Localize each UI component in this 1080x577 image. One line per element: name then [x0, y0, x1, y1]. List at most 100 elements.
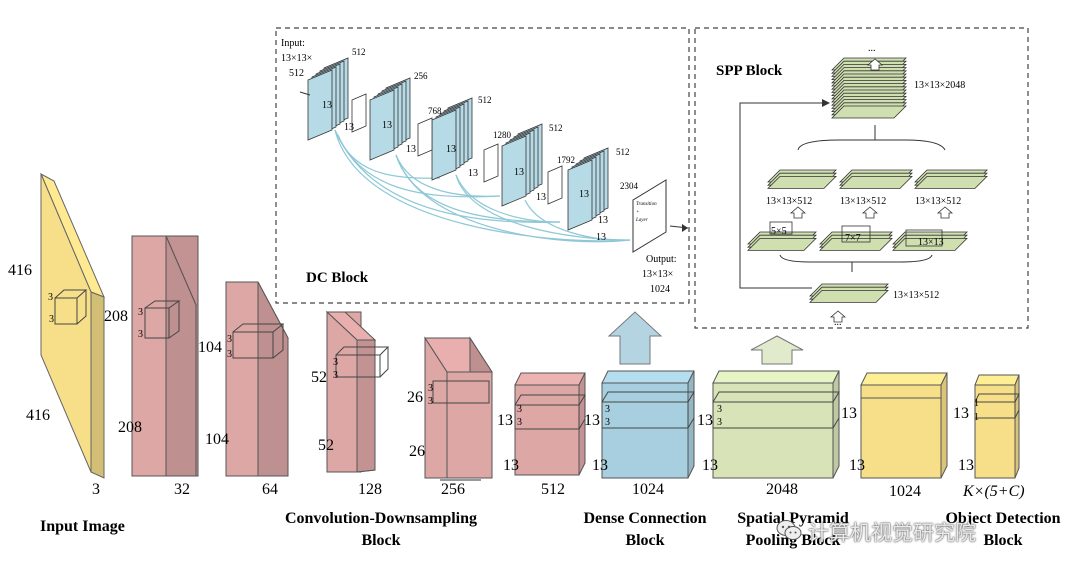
conv2-kernel-cube-side [272, 324, 284, 359]
conv4-block [424, 336, 493, 479]
spp-caption-line2: Pooling Block [746, 532, 841, 549]
conv4-height-label: 26 [407, 389, 423, 406]
spp-main-block-front [712, 382, 834, 479]
dc-channel-label-5: 1280 [493, 130, 512, 140]
input-image-slab [39, 172, 105, 479]
dc-bottleneck-1 [351, 93, 367, 133]
spp-block-panel: SPP Block 13×13×2048 13×13×512 13×13×512… [694, 27, 1029, 329]
dense-channel-label: 1024 [632, 481, 664, 498]
conv2-side-face [257, 281, 289, 477]
dc-stack-2-layer-1 [369, 89, 395, 161]
spp-pool-window-13x13 [905, 229, 943, 247]
dense-connection-curve-7 [395, 154, 501, 197]
detection-block-1-front [860, 384, 942, 479]
dc-input-label: Input: [281, 38, 305, 49]
detection-block-2-front [974, 384, 1016, 479]
conv3-width-label: 52 [318, 437, 334, 454]
conv3-side-face [356, 339, 376, 473]
conv-caption-line1: Convolution-Downsampling [285, 510, 477, 527]
spp-kernel-cube-top [712, 391, 840, 403]
conv5-height-label: 13 [497, 412, 513, 429]
dc-block-frame [275, 27, 690, 304]
detection-block-2-top [974, 374, 1020, 386]
conv2-width-label: 104 [205, 431, 229, 448]
conv2-kernel-w: 3 [227, 349, 232, 360]
dense-kernel-cube-front [601, 401, 689, 429]
input-kernel-cube-front [54, 297, 78, 325]
conv1-kernel-w: 3 [138, 329, 143, 340]
spp-input-stack-layer-3 [809, 289, 889, 303]
det1-height-label: 13 [841, 405, 857, 422]
dc-stack-1 [307, 57, 349, 141]
conv1-kernel-cube-side [168, 301, 180, 339]
dc-input-channels: 512 [289, 68, 304, 79]
spp-kernel-cube [712, 391, 840, 429]
conv4-kernel-w: 3 [428, 396, 433, 407]
spp-mid-arrow-3 [936, 206, 954, 219]
spp-mid-arrow-1 [789, 206, 807, 219]
conv4-kernel-cube [432, 380, 490, 404]
spp-main-block-side [832, 370, 840, 479]
dc-channel-label-9: 2304 [620, 181, 639, 191]
dc-stack-3 [431, 97, 473, 181]
dc-stack-5-layer-1 [567, 159, 593, 231]
spp-pool-5x5: 5×5 [771, 226, 787, 237]
input-width-label: 416 [26, 407, 50, 424]
detection-block-1 [860, 372, 948, 479]
dense-height-label: 13 [584, 412, 600, 429]
dc-input-size: 13×13× [281, 53, 312, 64]
dc-stack-1-layer-1 [307, 69, 333, 141]
dc-output-channels: 1024 [650, 284, 670, 295]
spp-pool-stack-5x5 [747, 231, 817, 251]
dense-connection-curve-10 [524, 199, 631, 241]
spp-top-bracket [797, 139, 946, 151]
dc-channel-label-8: 512 [616, 147, 630, 157]
conv5-block-top [514, 372, 586, 386]
dc-output-label: Output: [646, 254, 677, 265]
spp-mid-stack-3 [914, 169, 988, 189]
conv5-kernel-cube [514, 394, 586, 430]
dc-size-label-5: 13 [446, 144, 456, 155]
conv2-kernel-h: 3 [227, 334, 232, 345]
spp-channel-label: 2048 [766, 481, 798, 498]
input-height-label: 416 [8, 262, 32, 279]
det2-kernel-h: 1 [974, 398, 979, 409]
dc-size-label-10: 13 [598, 215, 608, 226]
spp-block-title: SPP Block [716, 63, 783, 79]
conv5-kernel-h: 3 [517, 404, 522, 415]
spp-bottom-size: 13×13×512 [893, 290, 939, 301]
input-kernel-h: 3 [48, 292, 53, 303]
spp-pool-stack-7x7-layer-3 [819, 237, 893, 251]
det2-kernel-cube-front [974, 401, 1016, 419]
input-slab-front [40, 173, 92, 473]
det2-kernel-cube-top [974, 393, 1020, 403]
dc-output-size: 13×13× [642, 269, 673, 280]
dense-block [601, 370, 695, 479]
dc-channel-label-3: 768 [428, 106, 442, 116]
conv1-top-slant [131, 235, 197, 477]
spp-top-size: 13×13×2048 [914, 80, 965, 91]
conv2-front-face [225, 281, 259, 477]
spp-mid-arrow-2 [861, 206, 879, 219]
spp-mid-stack-1-layer-3 [767, 175, 837, 189]
dc-transition-layer [632, 179, 667, 253]
conv2-block [225, 281, 289, 477]
conv1-kernel-h: 3 [138, 307, 143, 318]
dense-block-side [687, 370, 695, 479]
dc-output-arrowhead [682, 224, 688, 232]
conv3-kernel-w: 3 [333, 370, 338, 381]
dc-size-label-9: 13 [579, 189, 589, 200]
conv5-kernel-cube-front [514, 404, 580, 430]
spp-bottom-dots: ... [834, 317, 842, 328]
dense-caption-line2: Block [625, 532, 664, 549]
spp-concat-stack-layer-16 [831, 105, 907, 119]
spp-bottom-arrow [829, 310, 847, 323]
det1-channel-label: 1024 [889, 483, 921, 500]
dc-size-label-11: 13 [596, 232, 606, 243]
dc-bottleneck-3 [483, 143, 499, 183]
spp-top-arrow [866, 58, 884, 71]
dc-size-label-7: 13 [514, 167, 524, 178]
